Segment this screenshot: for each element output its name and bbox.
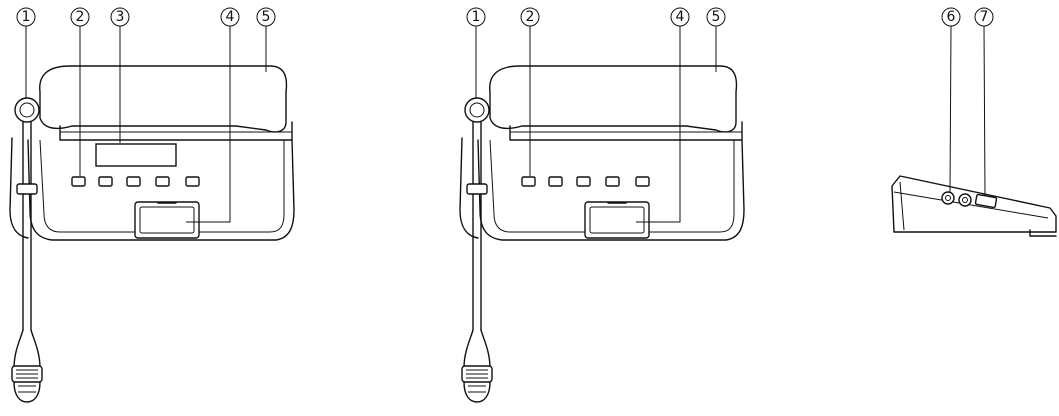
side-view: 6 7 — [891, 7, 1057, 237]
svg-text:3: 3 — [116, 9, 125, 25]
svg-text:1: 1 — [472, 9, 481, 25]
speaker-housing — [39, 65, 293, 141]
callout-6: 6 — [941, 7, 961, 193]
speak-key — [584, 201, 650, 239]
function-buttons — [71, 176, 200, 187]
svg-text:6: 6 — [947, 9, 956, 25]
front-view-display: 1 2 3 4 5 — [9, 7, 295, 403]
display-screen — [95, 143, 177, 167]
svg-text:4: 4 — [226, 9, 235, 25]
button-icon — [635, 176, 650, 187]
button-icon — [576, 176, 591, 187]
front-view-no-display: 1 2 4 5 — [459, 7, 745, 403]
button-icon — [98, 176, 113, 187]
card-slot — [974, 193, 998, 209]
microphone-icon — [9, 97, 43, 403]
callout-1: 1 — [16, 7, 36, 98]
callout-2: 2 — [520, 7, 540, 176]
callout-4: 4 — [186, 7, 240, 223]
button-icon — [548, 176, 563, 187]
button-icon — [71, 176, 86, 187]
svg-text:1: 1 — [22, 9, 31, 25]
svg-text:2: 2 — [76, 9, 85, 25]
side-body — [891, 175, 1057, 237]
headphone-jack — [941, 191, 972, 207]
button-icon — [521, 176, 536, 187]
svg-text:4: 4 — [676, 9, 685, 25]
button-icon — [185, 176, 200, 187]
svg-text:7: 7 — [980, 9, 989, 25]
callout-5: 5 — [706, 7, 726, 72]
callout-3: 3 — [110, 7, 130, 143]
callout-2: 2 — [70, 7, 90, 176]
button-icon — [126, 176, 141, 187]
svg-text:2: 2 — [526, 9, 535, 25]
callout-4: 4 — [636, 7, 690, 223]
button-icon — [605, 176, 620, 187]
speaker-housing — [489, 65, 743, 141]
callout-5: 5 — [256, 7, 276, 72]
svg-text:5: 5 — [262, 9, 271, 25]
callout-1: 1 — [466, 7, 486, 98]
button-icon — [155, 176, 170, 187]
svg-text:5: 5 — [712, 9, 721, 25]
microphone-icon — [459, 97, 493, 403]
speak-key — [134, 201, 200, 239]
function-buttons — [521, 176, 650, 187]
callout-7: 7 — [974, 7, 994, 197]
